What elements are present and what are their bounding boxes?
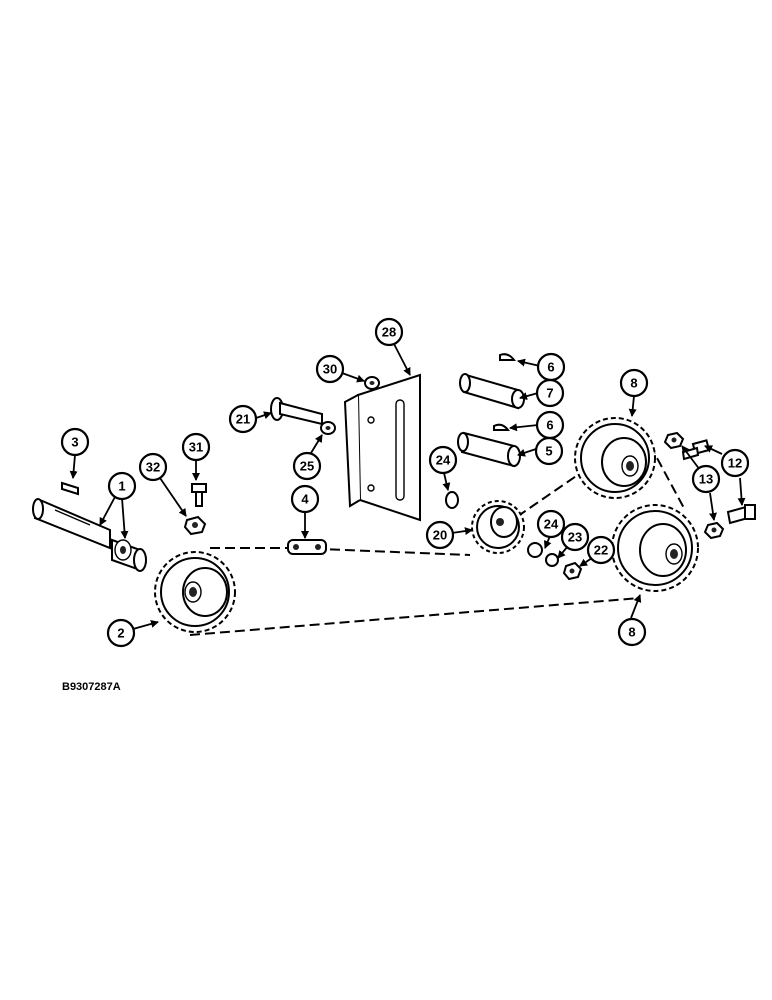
shaft-assembly	[32, 498, 147, 572]
callout-label: 22	[594, 543, 608, 558]
washer-24-right	[527, 542, 543, 558]
callout-4: 4	[290, 484, 320, 514]
callout-label: 1	[118, 479, 125, 494]
shaft-7	[459, 373, 525, 410]
callout-label: 30	[323, 362, 337, 377]
callout-6-top: 6	[536, 352, 566, 382]
nut-22	[562, 561, 583, 581]
key-6-top	[499, 353, 517, 361]
callout-13: 13	[691, 464, 721, 494]
nut-13-lower	[703, 521, 725, 540]
callout-label: 24	[544, 517, 559, 532]
washer-part	[364, 376, 380, 390]
lock-washer-23	[545, 553, 559, 567]
leader-lines	[69, 343, 746, 630]
callout-30: 30	[315, 354, 345, 384]
callout-label: 5	[545, 444, 552, 459]
callout-label: 4	[301, 492, 309, 507]
callout-31: 31	[181, 432, 211, 462]
callout-label: 32	[146, 460, 160, 475]
bolt-part	[191, 483, 207, 507]
bracket-plate	[343, 373, 421, 522]
callout-1: 1	[107, 471, 137, 501]
square-washer	[320, 421, 336, 435]
bolt-12-lower	[726, 504, 756, 525]
key-6-bottom	[493, 423, 511, 431]
callout-label: 8	[628, 625, 635, 640]
callout-label: 24	[436, 453, 451, 468]
callout-label: 8	[630, 376, 637, 391]
callout-24-left: 24	[428, 445, 458, 475]
idler-sprocket	[471, 500, 525, 554]
callout-32: 32	[138, 452, 168, 482]
carriage-bolt	[270, 397, 323, 426]
callout-5: 5	[534, 436, 564, 466]
callout-21: 21	[228, 404, 258, 434]
callout-label: 3	[71, 435, 78, 450]
key-part	[61, 481, 79, 496]
drawing-reference-code: B9307287A	[62, 681, 121, 693]
callout-8-lower: 8	[617, 617, 647, 647]
bolt-12-upper	[681, 439, 711, 461]
callout-label: 6	[546, 418, 553, 433]
callout-28: 28	[374, 317, 404, 347]
callout-25: 25	[292, 451, 322, 481]
callout-23: 23	[560, 522, 590, 552]
connector-link	[287, 539, 327, 555]
callout-label: 31	[189, 440, 203, 455]
callout-24-right: 24	[536, 509, 566, 539]
callout-20: 20	[425, 520, 455, 550]
shaft-5	[457, 431, 521, 468]
callout-22: 22	[586, 535, 616, 565]
sprocket-8-upper	[574, 417, 656, 499]
callout-label: 2	[117, 626, 124, 641]
callout-label: 23	[568, 530, 582, 545]
sprocket-2	[154, 551, 236, 633]
nut-part	[183, 515, 207, 536]
callout-label: 21	[236, 412, 250, 427]
washer-24-left	[445, 491, 459, 509]
callout-6-bottom: 6	[535, 410, 565, 440]
callout-label: 6	[547, 360, 554, 375]
callout-label: 12	[728, 456, 742, 471]
sprocket-8-lower	[611, 504, 699, 592]
callout-3: 3	[60, 427, 90, 457]
callout-label: 7	[546, 386, 553, 401]
callout-label: 28	[382, 325, 396, 340]
callout-12: 12	[720, 448, 750, 478]
callout-label: 20	[433, 528, 447, 543]
callout-8-upper: 8	[619, 368, 649, 398]
nut-13-upper	[663, 431, 685, 450]
callout-2: 2	[106, 618, 136, 648]
callout-7: 7	[535, 378, 565, 408]
callout-label: 25	[300, 459, 314, 474]
callout-label: 13	[699, 472, 713, 487]
